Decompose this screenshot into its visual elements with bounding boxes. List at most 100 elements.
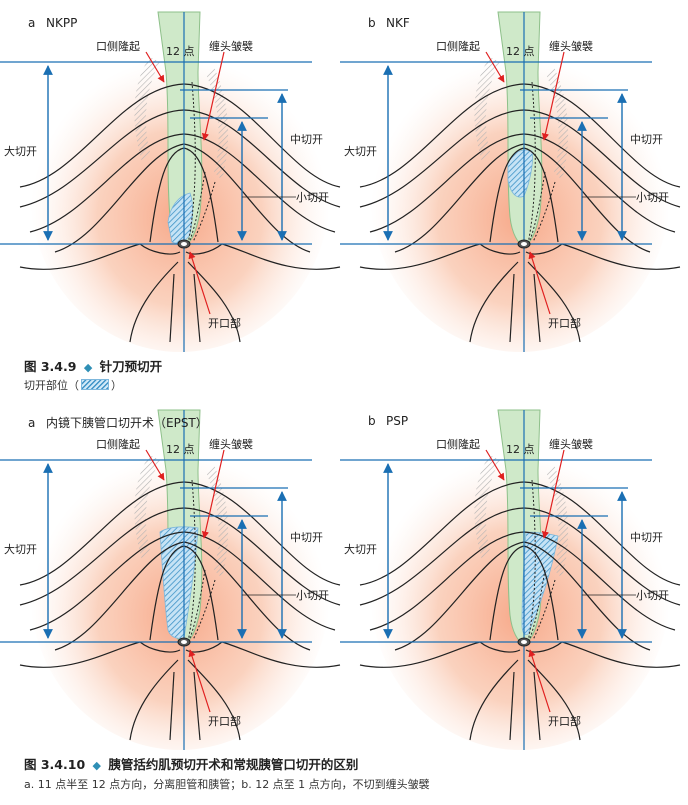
oral-ridge-label: 口侧隆起	[436, 438, 480, 451]
oral-ridge-hatch	[134, 57, 160, 162]
diagram-svg	[340, 409, 681, 750]
diagram-svg	[0, 409, 341, 750]
hooding-fold-hatch	[546, 67, 569, 180]
panel-method: PSP	[386, 414, 409, 428]
figure1-caption: 图 3.4.9 ◆ 针刀预切开	[24, 356, 162, 375]
small-cut-label: 小切开	[296, 191, 329, 204]
orifice-label: 开口部	[548, 715, 581, 728]
panel-letter: a	[28, 16, 36, 30]
large-cut-label: 大切开	[344, 145, 377, 158]
orifice-arrow	[188, 649, 211, 713]
orifice-arrow	[528, 251, 551, 315]
panel-method: NKF	[386, 16, 410, 30]
oral-ridge-hatch	[134, 455, 160, 560]
lower-outline	[129, 659, 179, 741]
lower-outline	[533, 671, 541, 741]
twelve-oclock-label: 12 点	[506, 443, 535, 456]
dotted-duct-line	[527, 81, 536, 245]
hooding-fold-label: 缠头皱襞	[209, 438, 253, 451]
lower-outline	[19, 243, 181, 270]
hooding-fold-hatch	[546, 465, 569, 578]
hooding-fold-arrow	[541, 449, 565, 539]
lower-outline	[525, 243, 681, 270]
legend-prefix: 切开部位（	[24, 379, 79, 392]
hooding-fold-arrow	[541, 51, 565, 141]
hooding-fold-label: 缠头皱襞	[549, 438, 593, 451]
lower-outline	[187, 261, 241, 343]
medium-cut-label: 中切开	[630, 531, 663, 544]
lower-outline	[193, 273, 201, 343]
figure1-title: 针刀预切开	[99, 359, 163, 374]
dotted-duct-line	[529, 569, 546, 639]
lower-outline	[527, 659, 581, 741]
panel-psp: b PSP 口侧隆起 12 点 缠头皱襞大切开 中切开小切开开口部	[340, 409, 681, 750]
orifice-label: 开口部	[208, 317, 241, 330]
legend-suffix: ）	[111, 379, 122, 392]
oral-ridge-arrow	[485, 449, 505, 481]
lower-outline	[185, 641, 341, 668]
large-cut-label: 大切开	[4, 543, 37, 556]
orifice-mark-inner	[181, 242, 187, 246]
large-cut-label: 大切开	[4, 145, 37, 158]
large-cut-label: 大切开	[344, 543, 377, 556]
diamond-icon: ◆	[83, 361, 93, 374]
small-cut-label: 小切开	[636, 589, 669, 602]
dotted-duct-line	[529, 171, 546, 241]
lower-outline	[469, 261, 519, 343]
diamond-icon: ◆	[92, 759, 101, 772]
hooding-fold-hatch	[206, 465, 229, 578]
oral-ridge-hatch	[474, 57, 500, 162]
orifice-mark-inner	[521, 640, 527, 644]
lower-outline	[525, 641, 681, 668]
hooding-fold-arrow	[201, 51, 225, 141]
dotted-duct-line	[187, 479, 196, 643]
orifice-mark-inner	[181, 640, 187, 644]
oral-ridge-label: 口侧隆起	[436, 40, 480, 53]
oral-ridge-label: 口侧隆起	[96, 40, 140, 53]
oral-ridge-hatch	[474, 455, 500, 560]
panel-letter: b	[368, 16, 376, 30]
lower-outline	[359, 243, 521, 270]
oral-ridge-arrow	[485, 51, 505, 83]
diagram-svg	[340, 11, 681, 352]
lower-outline	[533, 273, 541, 343]
panel-title: b PSP	[368, 414, 408, 428]
figure2-caption: 图 3.4.10 ◆ 胰管括约肌预切开术和常规胰管口切开的区别	[24, 754, 358, 773]
orifice-arrow	[528, 649, 551, 713]
figure1-legend: 切开部位（ ）	[24, 377, 122, 393]
lower-outline	[359, 641, 521, 668]
lower-outline	[509, 671, 515, 741]
oral-ridge-arrow	[145, 51, 165, 83]
lower-outline	[469, 659, 519, 741]
dotted-duct-line	[187, 81, 196, 245]
dotted-duct-line	[527, 479, 536, 643]
panel-title: b NKF	[368, 16, 410, 30]
cut-region	[507, 149, 533, 198]
orifice-label: 开口部	[208, 715, 241, 728]
panel-letter: a	[28, 416, 36, 430]
diagram-svg	[0, 11, 341, 352]
medium-cut-label: 中切开	[290, 531, 323, 544]
figure1-number: 图 3.4.9	[24, 359, 77, 374]
twelve-oclock-label: 12 点	[166, 443, 195, 456]
lower-outline	[19, 641, 181, 668]
figure2-title: 胰管括约肌预切开术和常规胰管口切开的区别	[108, 757, 359, 772]
dotted-duct-line	[189, 171, 206, 241]
lower-outline	[129, 261, 179, 343]
hooding-fold-hatch	[206, 67, 229, 180]
medium-cut-label: 中切开	[630, 133, 663, 146]
panel-letter: b	[368, 414, 376, 428]
hooding-fold-label: 缠头皱襞	[549, 40, 593, 53]
hooding-fold-arrow	[201, 449, 225, 539]
small-cut-label: 小切开	[296, 589, 329, 602]
lower-outline	[169, 671, 175, 741]
figure2-number: 图 3.4.10	[24, 757, 86, 772]
oral-ridge-label: 口侧隆起	[96, 438, 140, 451]
lower-outline	[187, 659, 241, 741]
hatch-swatch-icon	[81, 379, 109, 390]
twelve-oclock-label: 12 点	[506, 45, 535, 58]
